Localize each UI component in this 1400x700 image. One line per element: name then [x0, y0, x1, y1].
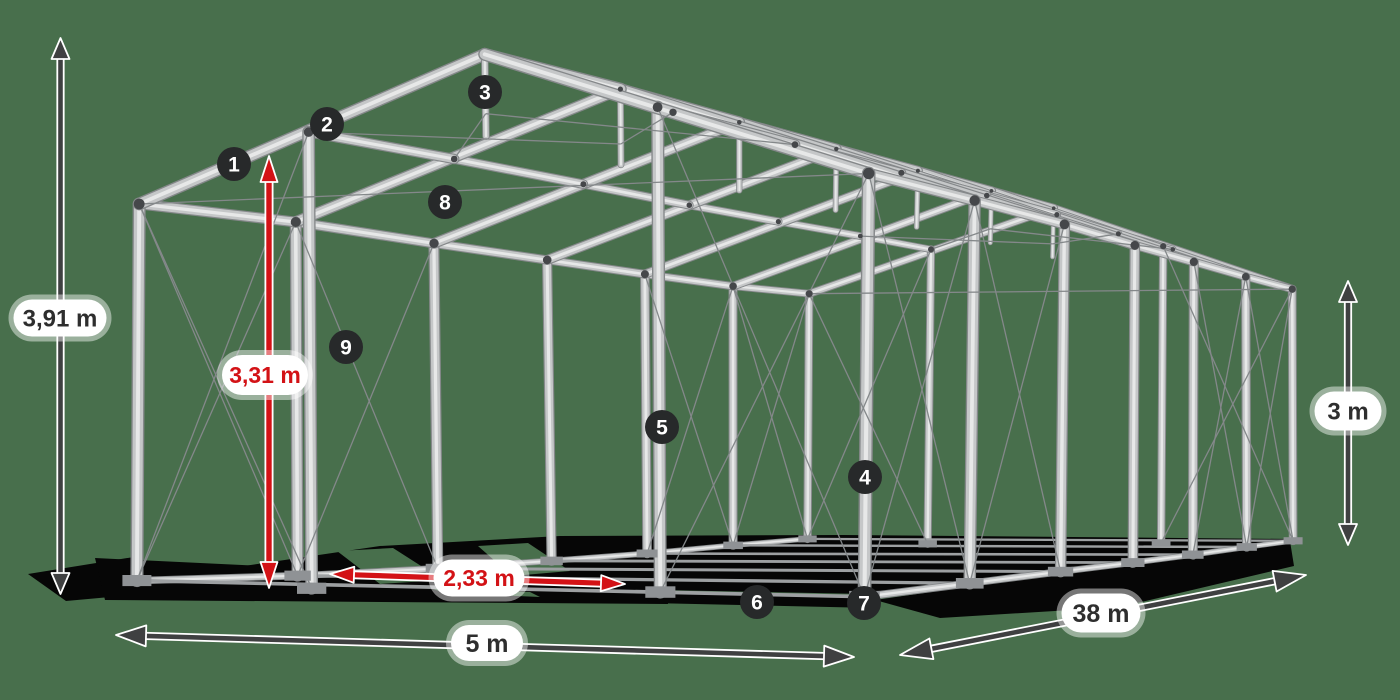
- svg-text:2,33 m: 2,33 m: [443, 565, 515, 591]
- svg-text:8: 8: [439, 192, 451, 215]
- svg-text:3: 3: [479, 82, 491, 105]
- svg-text:7: 7: [858, 593, 870, 616]
- svg-text:1: 1: [228, 154, 240, 177]
- svg-text:5: 5: [656, 417, 668, 440]
- svg-text:6: 6: [751, 592, 763, 615]
- svg-text:3,31 m: 3,31 m: [229, 362, 301, 388]
- svg-text:4: 4: [859, 467, 871, 490]
- svg-text:2: 2: [321, 114, 333, 137]
- svg-text:3 m: 3 m: [1327, 398, 1368, 425]
- svg-text:9: 9: [340, 337, 352, 360]
- svg-text:3,91 m: 3,91 m: [23, 305, 98, 332]
- svg-text:38 m: 38 m: [1073, 600, 1130, 628]
- svg-text:5 m: 5 m: [465, 630, 508, 658]
